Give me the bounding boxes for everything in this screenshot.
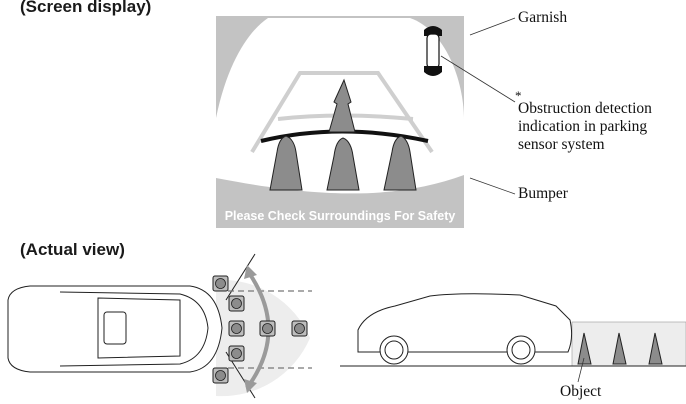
asterisk-mark: * bbox=[515, 88, 522, 103]
screen-cones bbox=[269, 78, 417, 191]
screen-cone-far bbox=[328, 78, 356, 133]
garnish-label: Garnish bbox=[518, 9, 568, 26]
bumper-label: Bumper bbox=[518, 185, 568, 202]
sensors bbox=[212, 275, 308, 384]
camera-screen: Please Check Surroundings For Safety bbox=[216, 16, 464, 228]
obstruction-label-line2: indication in parking bbox=[518, 118, 648, 135]
car-top-view bbox=[7, 285, 223, 373]
top-view bbox=[7, 253, 312, 399]
safety-banner: Please Check Surroundings For Safety bbox=[225, 209, 456, 223]
side-view bbox=[340, 293, 686, 383]
sensor-indicator-icon bbox=[424, 26, 442, 76]
side-cones bbox=[577, 332, 663, 365]
screen-cone-right bbox=[383, 135, 417, 191]
screen-display-heading: (Screen display) bbox=[20, 0, 152, 16]
actual-view-heading: (Actual view) bbox=[20, 240, 125, 259]
screen-cone-left bbox=[269, 135, 303, 191]
guide-outer bbox=[250, 71, 434, 154]
screen-cone-center bbox=[326, 137, 360, 191]
object-label: Object bbox=[560, 383, 602, 400]
obstruction-label-line1: Obstruction detection bbox=[518, 100, 652, 117]
callout-leaders bbox=[440, 17, 516, 195]
obstruction-label-line3: sensor system bbox=[518, 136, 605, 153]
